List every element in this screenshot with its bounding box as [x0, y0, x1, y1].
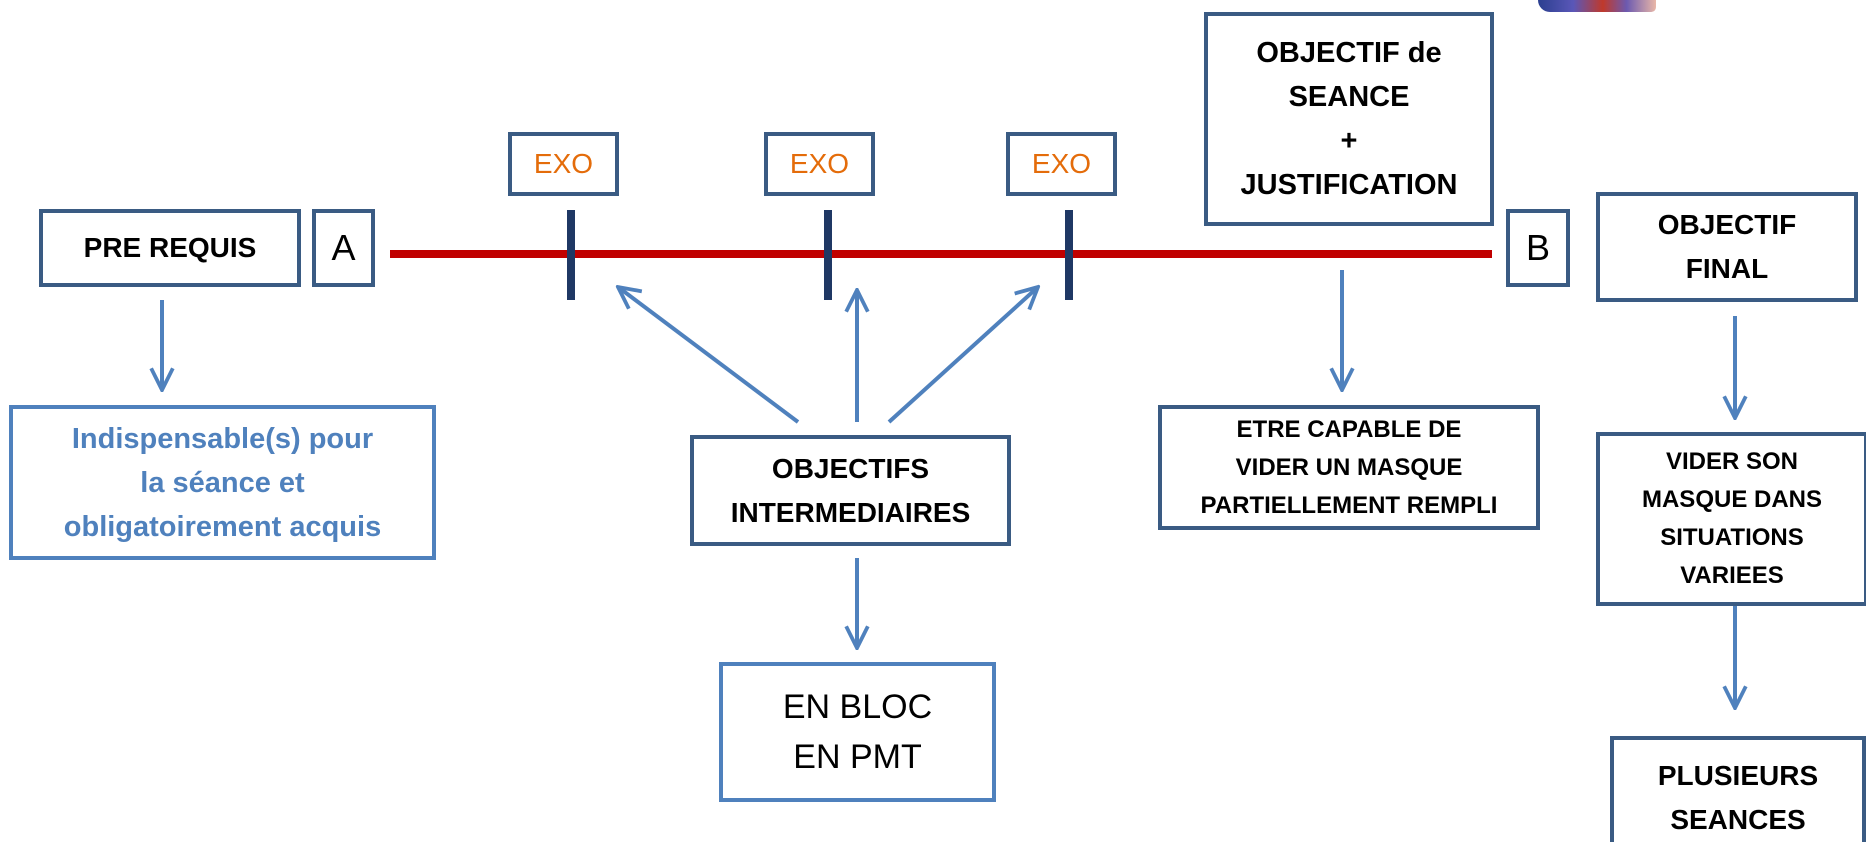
exo-box-3: EXO	[1006, 132, 1117, 196]
objectif-final-detail-line-1: VIDER SON	[1665, 448, 1798, 475]
objectif-seance-line-3: +	[1340, 125, 1358, 157]
objectif-seance-line-1: OBJECTIF de	[1256, 37, 1442, 69]
arrow-intermediaires-exo-1	[618, 287, 800, 424]
objectif-final-detail-line-2: MASQUE DANS	[1641, 486, 1822, 513]
plusieurs-seances-box: PLUSIEURS SEANCES	[1610, 736, 1866, 842]
prerequis-description-line-2: la séance et	[140, 466, 305, 499]
exo-label-1: EXO	[533, 148, 594, 179]
objectif-seance-detail-line-3: PARTIELLEMENT REMPLI	[1200, 491, 1498, 519]
objectif-seance-detail-line-1: ETRE CAPABLE DE	[1236, 415, 1462, 443]
exo-box-2: EXO	[764, 132, 875, 196]
objectifs-intermediaires-line-2: INTERMEDIAIRES	[730, 496, 971, 528]
objectif-final-box: OBJECTIF FINAL	[1596, 192, 1858, 302]
objectif-seance-line-2: SEANCE	[1288, 81, 1410, 113]
objectif-final-detail-box: VIDER SON MASQUE DANS SITUATIONS VARIEES	[1596, 432, 1866, 606]
objectifs-intermediaires-line-1: OBJECTIFS	[771, 452, 930, 484]
prerequis-box: PRE REQUIS	[39, 209, 301, 287]
objectif-seance-detail-line-2: VIDER UN MASQUE	[1235, 453, 1463, 481]
arrow-intermediaires-exo-3	[887, 287, 1038, 424]
objectif-seance-line-4: JUSTIFICATION	[1240, 169, 1458, 201]
plusieurs-seances-line-2: SEANCES	[1670, 804, 1806, 835]
timeline-start-label: A	[331, 227, 356, 268]
modalites-box: EN BLOC EN PMT	[719, 662, 996, 802]
prerequis-description-box: Indispensable(s) pour la séance et oblig…	[9, 405, 436, 560]
modalites-line-2: EN PMT	[793, 738, 922, 776]
prerequis-title: PRE REQUIS	[83, 232, 257, 263]
objectif-seance-box: OBJECTIF de SEANCE + JUSTIFICATION	[1204, 12, 1494, 226]
exo-label-3: EXO	[1031, 148, 1092, 179]
exo-box-1: EXO	[508, 132, 619, 196]
timeline-start-marker: A	[312, 209, 375, 287]
timeline-end-label: B	[1525, 227, 1550, 268]
prerequis-description-line-3: obligatoirement acquis	[63, 510, 382, 543]
timeline-end-marker: B	[1506, 209, 1570, 287]
exo-label-2: EXO	[789, 148, 850, 179]
objectif-final-line-2: FINAL	[1685, 253, 1769, 284]
prerequis-description-line-1: Indispensable(s) pour	[71, 422, 374, 455]
objectif-final-line-1: OBJECTIF	[1657, 209, 1797, 240]
logo-fragment	[1538, 0, 1656, 12]
modalites-line-1: EN BLOC	[782, 688, 933, 726]
objectifs-intermediaires-box: OBJECTIFS INTERMEDIAIRES	[690, 435, 1011, 546]
plusieurs-seances-line-1: PLUSIEURS	[1657, 760, 1819, 791]
objectif-final-detail-line-3: SITUATIONS	[1660, 524, 1804, 551]
objectif-final-detail-line-4: VARIEES	[1680, 562, 1784, 589]
objectif-seance-detail-box: ETRE CAPABLE DE VIDER UN MASQUE PARTIELL…	[1158, 405, 1540, 530]
